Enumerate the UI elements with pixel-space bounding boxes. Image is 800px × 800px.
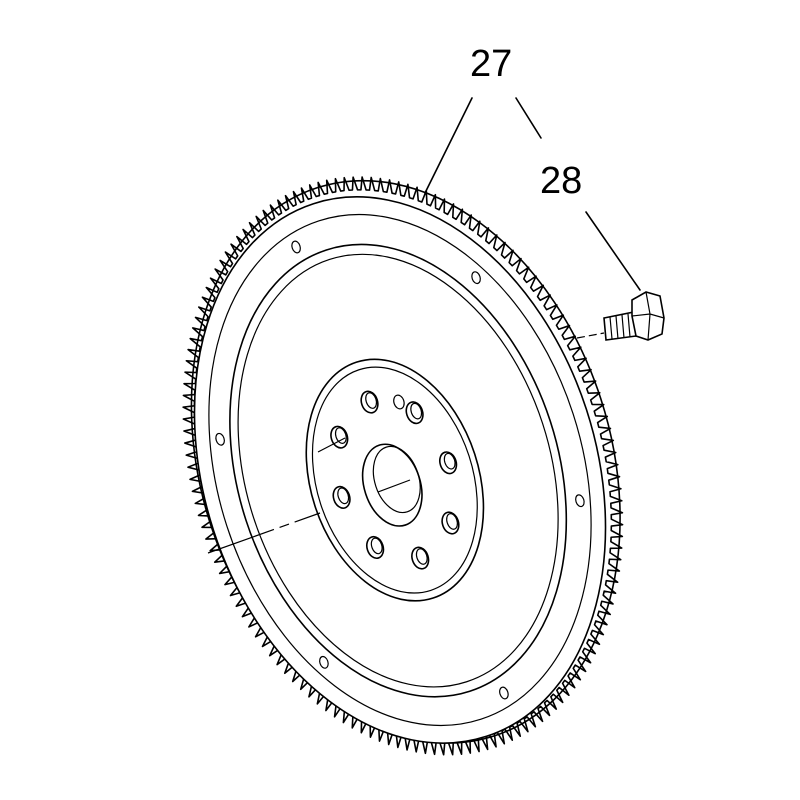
crank-hole-5 (411, 546, 430, 570)
hub-outer (305, 358, 485, 602)
outer-hole-4 (499, 686, 509, 700)
crank-hole-7 (332, 485, 351, 509)
bolt (576, 291, 665, 341)
crank-hole-4 (441, 511, 460, 535)
hub-inner (311, 366, 478, 594)
leader-27-flywheel (424, 97, 473, 194)
crank-hole-6 (365, 535, 385, 560)
pilot-bore-inner (372, 445, 421, 514)
crank-hole-2 (405, 401, 424, 425)
center-axis-line (207, 437, 411, 554)
crank-hole-3 (438, 451, 458, 475)
outer-hole-2 (471, 271, 481, 285)
crank-hole-1 (360, 390, 379, 414)
flywheel-friction-inner (237, 253, 559, 688)
outer-hole-1 (291, 240, 301, 254)
outer-hole-6 (215, 432, 225, 446)
flywheel-friction-surface (229, 243, 568, 698)
outer-mounting-holes (215, 240, 585, 700)
flywheel (182, 176, 624, 756)
leader-lines (424, 97, 641, 291)
callout-27: 27 (470, 43, 512, 85)
callout-28: 28 (540, 160, 582, 202)
flywheel-face-outer (193, 196, 607, 744)
leader-27-28 (515, 97, 542, 139)
flywheel-face-ring (208, 213, 592, 727)
crank-hole-8 (330, 425, 349, 449)
leader-28-bolt (585, 211, 641, 291)
outer-hole-5 (319, 655, 329, 669)
locator-hole (393, 394, 405, 410)
outer-hole-3 (575, 494, 585, 508)
crank-bolt-holes (330, 390, 460, 570)
